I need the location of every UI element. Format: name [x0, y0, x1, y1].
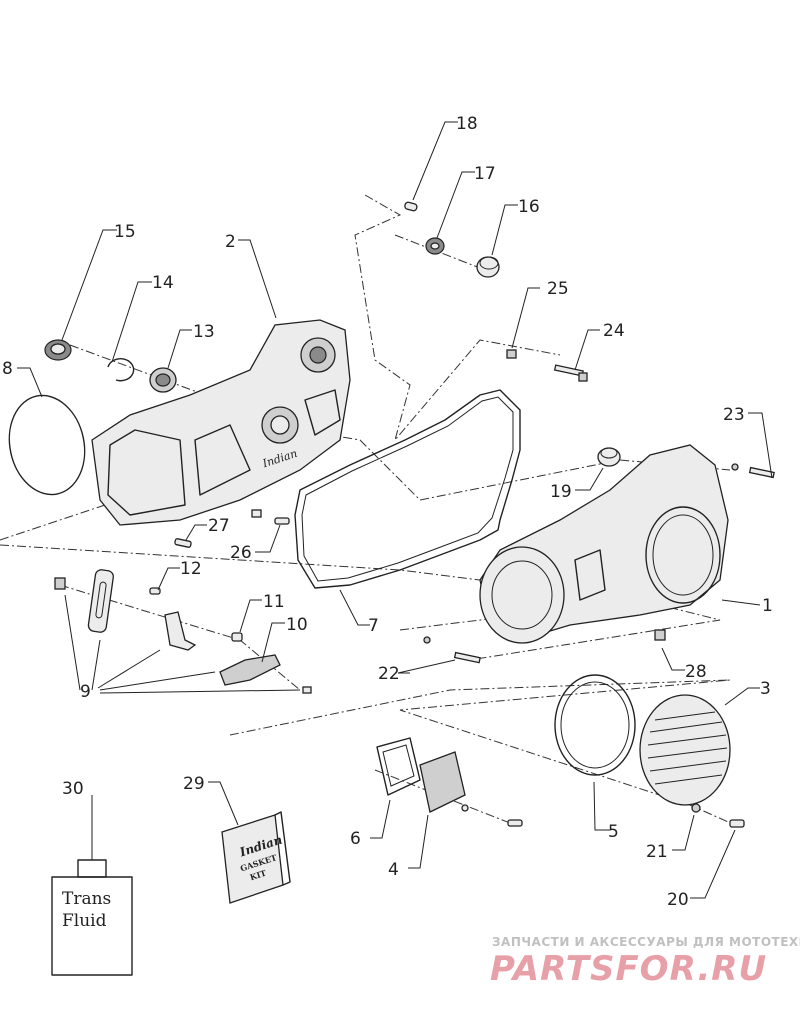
callout-3: 3: [760, 679, 771, 699]
callout-25: 25: [547, 279, 569, 299]
callout-26: 26: [230, 543, 252, 563]
gasket-7: [294, 389, 521, 589]
callout-5: 5: [608, 822, 619, 842]
gasket-kit-line2: KIT: [249, 868, 268, 883]
callout-4: 4: [388, 860, 399, 880]
callout-14: 14: [152, 273, 174, 293]
callout-19: 19: [550, 482, 572, 502]
watermark-brand: PARTSFOR.RU: [490, 949, 767, 989]
retaining-ring-14: [107, 358, 135, 382]
derby-gasket-5: [554, 674, 636, 776]
callout-9: 9: [80, 682, 91, 702]
dowel-25: [506, 349, 517, 359]
bolt-22: [423, 636, 481, 664]
bracket-9c: [164, 611, 197, 651]
plate-9b: [87, 569, 114, 633]
callout-18: 18: [456, 114, 478, 134]
callout-2: 2: [225, 232, 236, 252]
screw-20: [729, 819, 745, 828]
screw-12: [149, 587, 161, 595]
callout-1: 1: [762, 596, 773, 616]
callout-8: 8: [2, 359, 13, 379]
callout-7: 7: [368, 616, 379, 636]
bushing-16: [476, 256, 500, 278]
callout-20: 20: [667, 890, 689, 910]
callout-16: 16: [518, 197, 540, 217]
inspection-cover-4: [419, 751, 523, 827]
plug-9a: [54, 577, 66, 590]
callout-17: 17: [474, 164, 496, 184]
screw-26: [251, 509, 290, 525]
o-ring-8: [8, 394, 86, 496]
watermark-tagline: ЗАПЧАСТИ И АКСЕССУАРЫ ДЛЯ МОТОТЕХНИКИ: [492, 935, 800, 949]
gasket-7-inner: [301, 396, 514, 582]
bolt-23: [731, 463, 775, 479]
callout-10: 10: [286, 615, 308, 635]
callout-30: 30: [62, 779, 84, 799]
callout-27: 27: [208, 516, 230, 536]
callout-29: 29: [183, 774, 205, 794]
callouts: 18 17 16 25 24 23 19 15 14 13 2 8 27 26 …: [2, 114, 773, 910]
gasket-kit-29: Indian GASKET KIT: [221, 811, 291, 904]
bolt-27: [174, 538, 192, 548]
fluid-label-line1: Trans: [62, 889, 111, 909]
callout-6: 6: [350, 829, 361, 849]
seal-17: [425, 237, 445, 255]
callout-28: 28: [685, 662, 707, 682]
callout-11: 11: [263, 592, 285, 612]
callout-21: 21: [646, 842, 668, 862]
gasket-6: [376, 737, 421, 796]
bushing-19: [597, 447, 621, 467]
shoe-10: [219, 654, 281, 686]
callout-13: 13: [193, 322, 215, 342]
dowel-28: [654, 629, 666, 641]
callout-15: 15: [114, 222, 136, 242]
callout-24: 24: [603, 321, 625, 341]
outer-primary-cover-1: [479, 444, 729, 644]
bolt-24: [553, 364, 588, 382]
fluid-container-30: Trans Fluid: [51, 859, 133, 976]
screw-11: [231, 632, 243, 642]
washer-21: [691, 803, 701, 813]
inner-primary-cover-2: Indian: [91, 319, 351, 526]
seal-15: [44, 339, 72, 361]
watermark: ЗАПЧАСТИ И АКСЕССУАРЫ ДЛЯ МОТОТЕХНИКИ PA…: [490, 935, 800, 989]
bearing-13: [149, 367, 177, 393]
fluid-label-line2: Fluid: [62, 911, 107, 931]
callout-23: 23: [723, 405, 745, 425]
leader-lines: [17, 121, 773, 899]
callout-12: 12: [180, 559, 202, 579]
pin-18: [404, 201, 418, 212]
nut-9d: [302, 686, 312, 694]
callout-22: 22: [378, 664, 400, 684]
derby-cover-3: [639, 694, 731, 806]
